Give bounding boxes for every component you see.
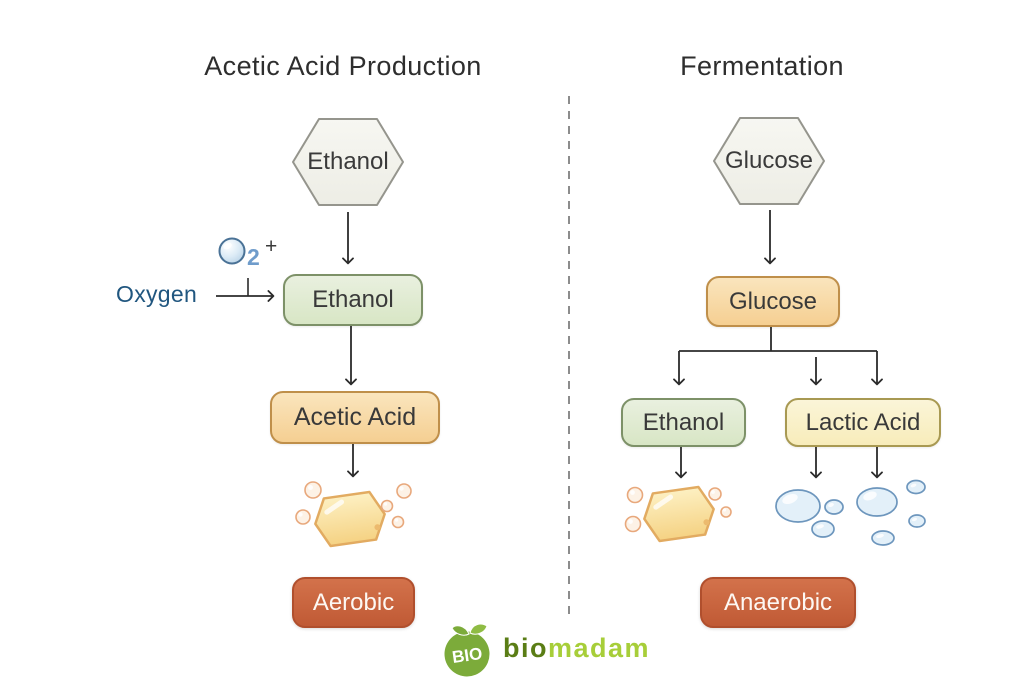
glucose-intermediate-label: Glucose xyxy=(728,287,818,315)
ethanol-molecules-icon xyxy=(624,485,732,543)
o2-sphere-icon xyxy=(218,237,246,265)
lactic-acid-box: Lactic Acid xyxy=(785,398,941,447)
aerobic-label: Aerobic xyxy=(312,588,395,616)
bio-logo-text: BIO xyxy=(451,644,484,667)
acetic-acid-molecules-icon xyxy=(295,481,412,548)
glucose-intermediate-box: Glucose xyxy=(706,276,840,327)
aerobic-badge: Aerobic xyxy=(292,577,415,628)
ethanol-intermediate-label: Ethanol xyxy=(312,286,394,313)
hexagon-shape-icon xyxy=(713,117,825,205)
left-panel-title: Acetic Acid Production xyxy=(204,51,482,81)
o2-subscript: 2 xyxy=(247,244,260,270)
anaerobic-badge: Anaerobic xyxy=(700,577,856,628)
acetic-acid-box: Acetic Acid xyxy=(270,391,440,444)
ethanol-source-label: Ethanol xyxy=(307,148,389,175)
oxygen-molecule-group: 2 + xyxy=(218,235,293,271)
hexagon-shape-icon xyxy=(292,118,404,206)
brand-text-bio: bio xyxy=(503,633,548,663)
ethanol-product-box: Ethanol xyxy=(621,398,746,447)
ethanol-intermediate-box: Ethanol xyxy=(283,274,423,326)
acetic-acid-label: Acetic Acid xyxy=(293,403,417,431)
plus-sign: + xyxy=(265,235,278,258)
ethanol-source-hexagon: Ethanol xyxy=(290,116,406,208)
glucose-source-hexagon: Glucose xyxy=(710,115,828,207)
bio-logo-icon: BIO xyxy=(444,623,490,677)
right-panel-title: Fermentation xyxy=(680,51,844,81)
lactic-acid-label: Lactic Acid xyxy=(805,408,921,436)
brand-text-madam: madam xyxy=(548,633,651,663)
glucose-source-label: Glucose xyxy=(724,147,814,174)
oxygen-label: Oxygen xyxy=(116,281,198,307)
ethanol-product-label: Ethanol xyxy=(642,408,725,436)
lactic-acid-bubbles-icon xyxy=(775,479,926,546)
anaerobic-label: Anaerobic xyxy=(723,588,833,616)
